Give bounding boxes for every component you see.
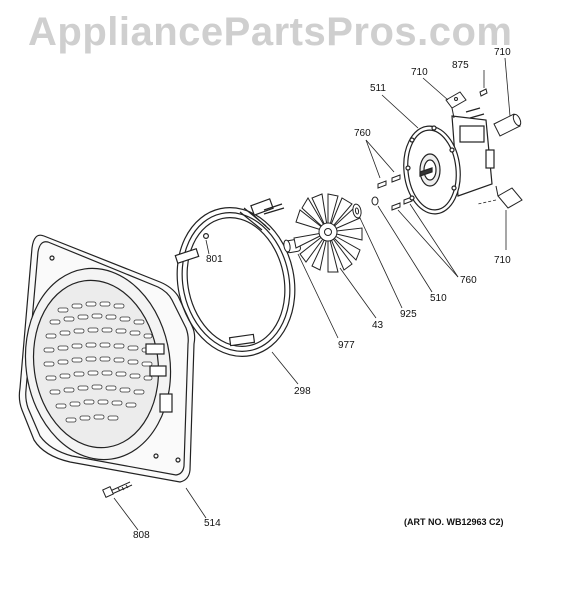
screw-875-icon (479, 88, 488, 97)
fan-blade-icon (293, 193, 363, 273)
part-label-43: 43 (372, 320, 384, 331)
part-label-801: 801 (206, 254, 223, 265)
terminal-710-right-icon (493, 113, 522, 137)
heating-element-ring (174, 198, 296, 357)
part-label-710: 710 (494, 255, 511, 266)
washer-925-icon (352, 196, 379, 219)
part-label-710: 710 (411, 67, 428, 78)
part-label-760: 760 (354, 128, 371, 139)
part-label-514: 514 (204, 518, 221, 529)
part-label-808: 808 (133, 530, 150, 541)
part-label-875: 875 (452, 60, 469, 71)
oven-back-panel (18, 234, 196, 483)
part-label-925: 925 (400, 309, 417, 320)
bracket-710-upper-icon (445, 91, 467, 119)
part-label-710: 710 (494, 47, 511, 58)
art-number: (ART NO. WB12963 C2) (404, 517, 504, 527)
part-label-977: 977 (338, 340, 355, 351)
part-label-760: 760 (460, 275, 477, 286)
bracket-710-lower-icon (495, 185, 523, 209)
watermark-logo: AppliancePartsPros.com (28, 10, 513, 54)
part-label-510: 510 (430, 293, 447, 304)
leader-lines (113, 57, 511, 531)
part-label-298: 298 (294, 386, 311, 397)
convection-fan-motor (403, 107, 495, 215)
screw-808-icon (102, 481, 133, 498)
part-label-511: 511 (370, 83, 386, 94)
